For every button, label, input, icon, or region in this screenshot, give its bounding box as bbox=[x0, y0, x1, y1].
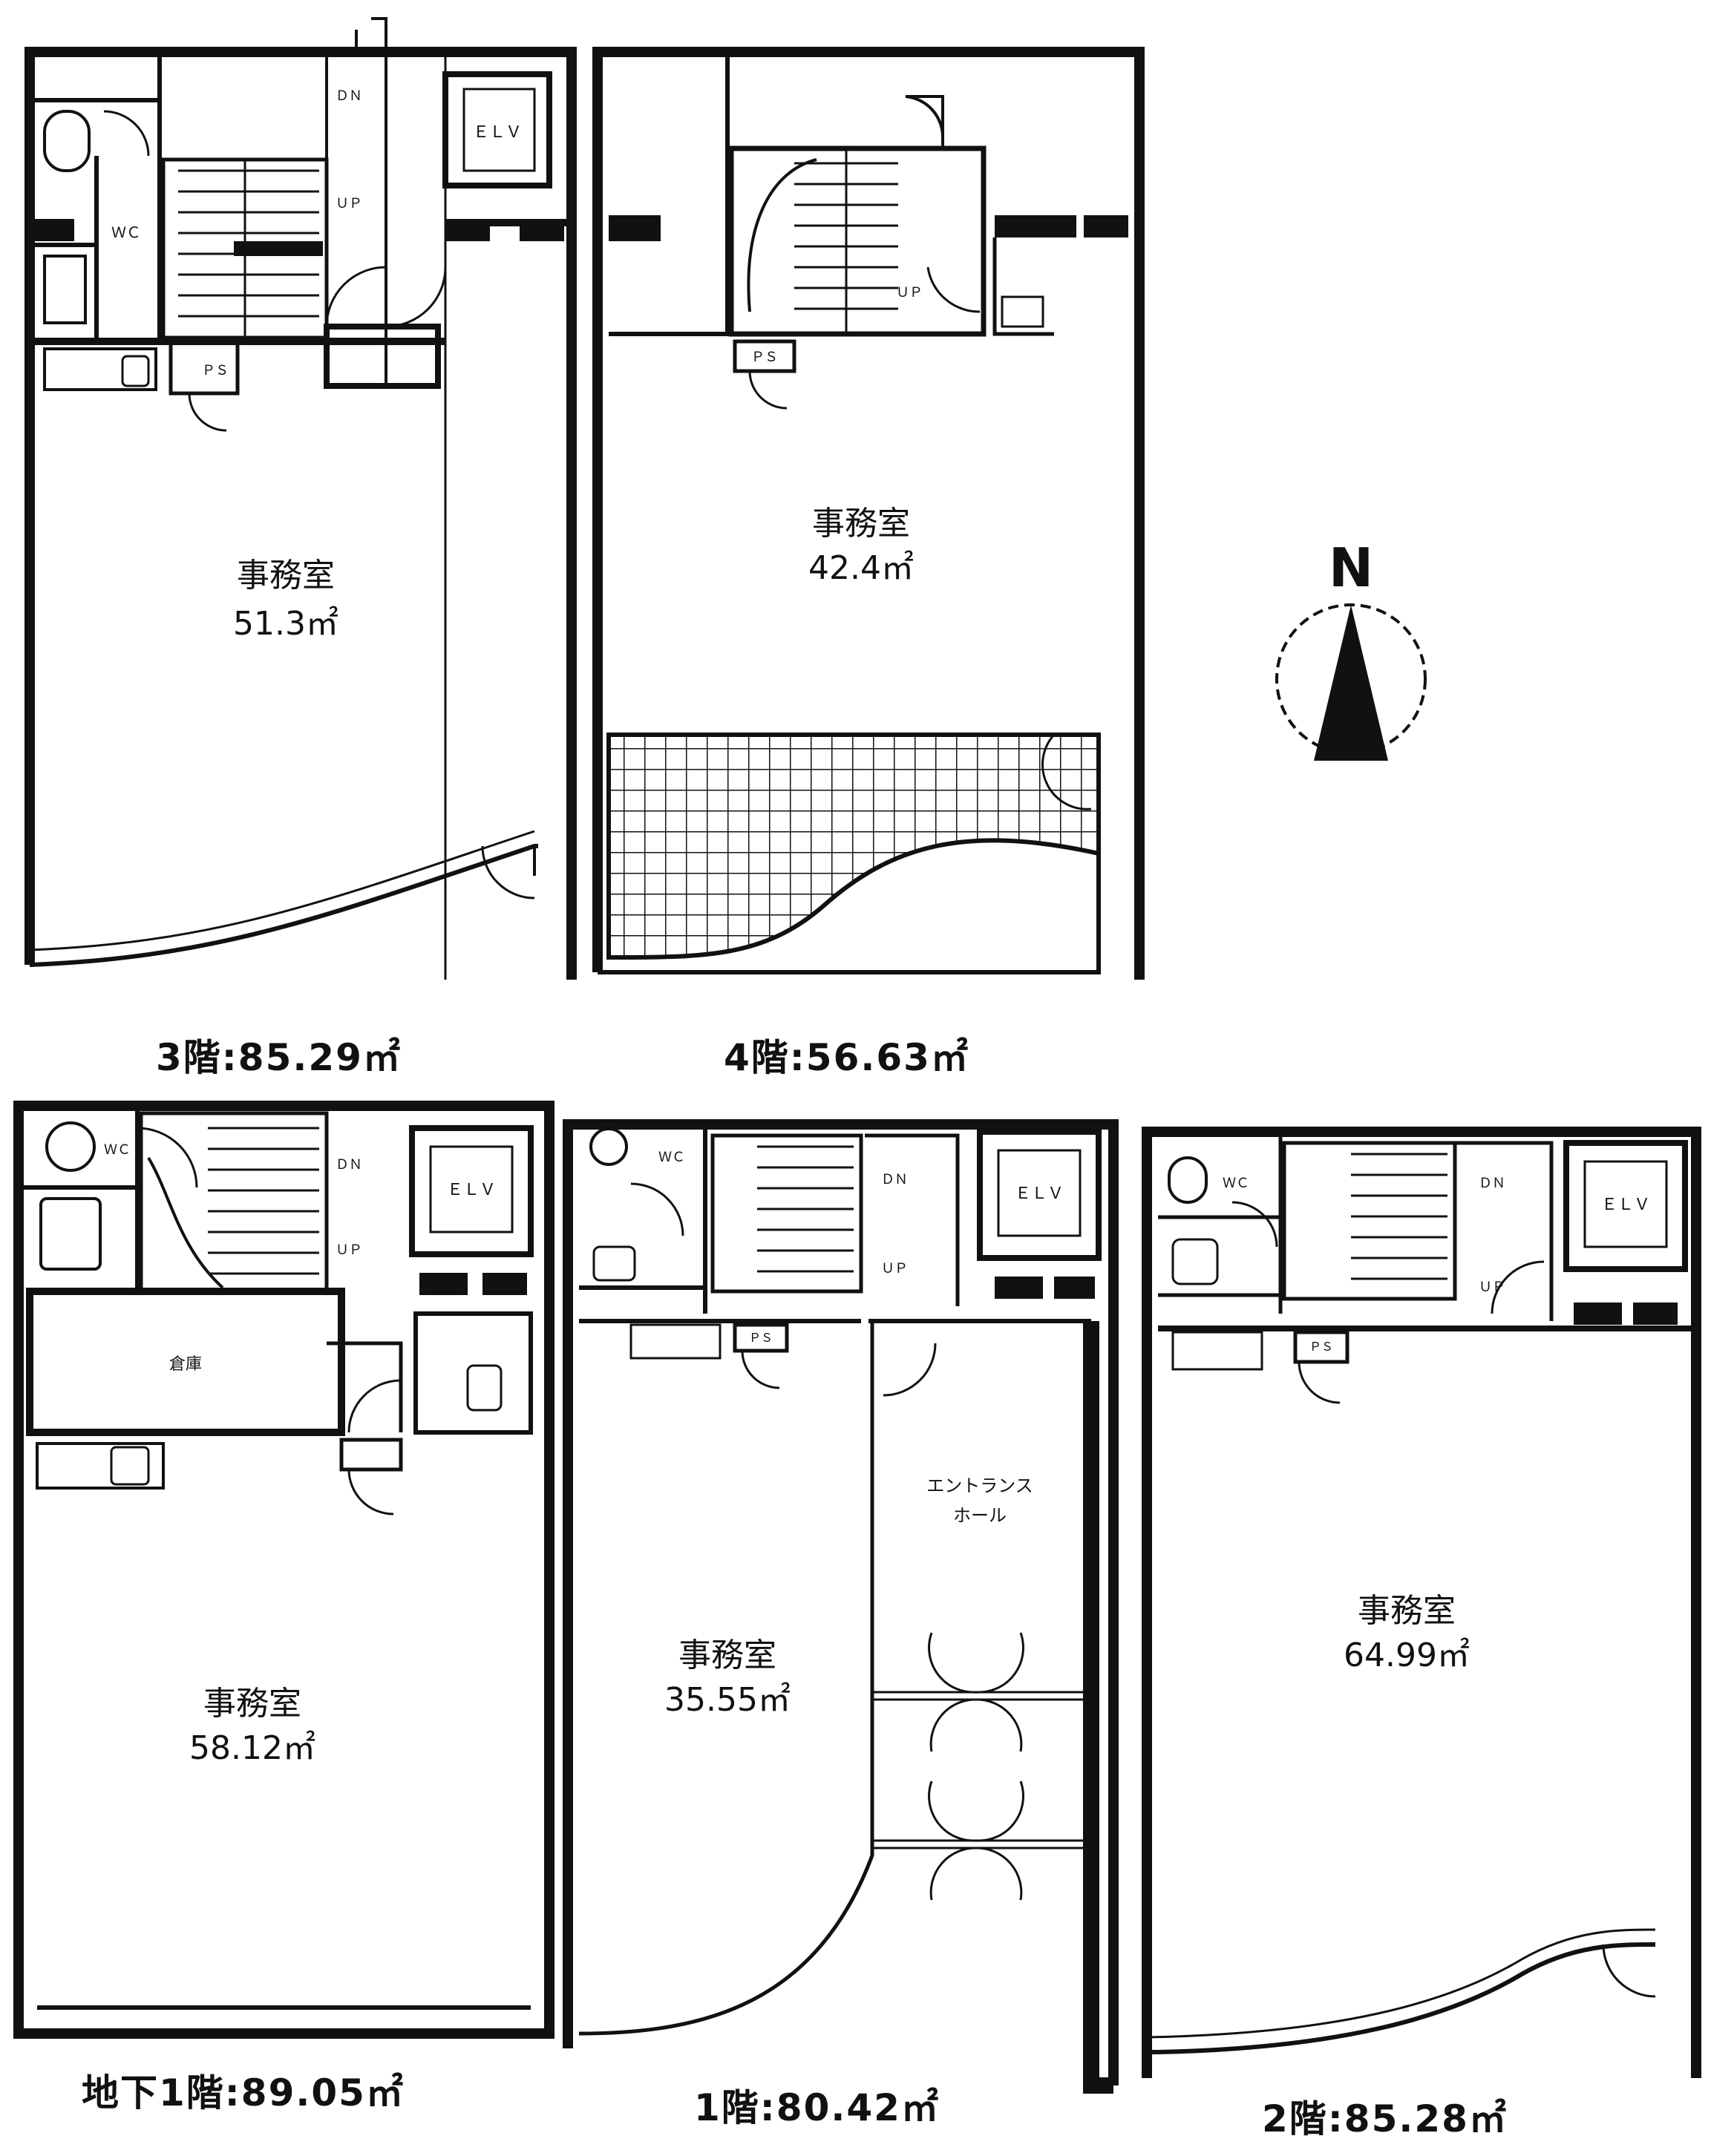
b1-room-name: 事務室 bbox=[203, 1685, 301, 1723]
b1-wc-label: ＷＣ bbox=[104, 1142, 131, 1158]
f2-dn-label: ＤＮ bbox=[1479, 1176, 1505, 1191]
floor-3-plan bbox=[24, 17, 577, 980]
f1-room-area: 35.55㎡ bbox=[664, 1681, 791, 1719]
north-arrow-icon bbox=[1275, 603, 1427, 761]
f3-elevator-label: ＥＬＶ bbox=[473, 123, 522, 142]
floor-1-caption: 1階:80.42㎡ bbox=[694, 2086, 940, 2129]
f3-dn-label: ＤＮ bbox=[336, 88, 362, 104]
f2-room-area: 64.99㎡ bbox=[1344, 1636, 1470, 1674]
b1-up-label: ＵＰ bbox=[336, 1242, 362, 1258]
f2-wc-label: ＷＣ bbox=[1223, 1176, 1249, 1191]
f2-up-label: ＵＰ bbox=[1479, 1279, 1505, 1295]
f4-room-name: 事務室 bbox=[812, 505, 910, 543]
f3-room-name: 事務室 bbox=[237, 557, 335, 594]
f4-up-label: ＵＰ bbox=[896, 285, 923, 301]
floor-2-caption: 2階:85.28㎡ bbox=[1262, 2097, 1508, 2140]
f2-room-name: 事務室 bbox=[1358, 1592, 1456, 1630]
b1-storage-label: 倉庫 bbox=[169, 1355, 202, 1374]
b1-elevator-label: ＥＬＶ bbox=[447, 1181, 496, 1199]
f1-wc-label: ＷＣ bbox=[658, 1150, 685, 1165]
f3-up-label: ＵＰ bbox=[336, 196, 362, 212]
f2-elevator-label: ＥＬＶ bbox=[1601, 1196, 1650, 1214]
b1-room-area: 58.12㎡ bbox=[189, 1729, 315, 1767]
floor-4-plan bbox=[592, 47, 1145, 980]
floor-1-plan bbox=[563, 1119, 1119, 2094]
f3-room-area: 51.3㎡ bbox=[233, 605, 338, 643]
f2-ps-label: ＰＳ bbox=[1309, 1340, 1333, 1354]
f1-up-label: ＵＰ bbox=[881, 1261, 908, 1277]
f4-ps-label: ＰＳ bbox=[751, 350, 778, 365]
f3-ps-label: ＰＳ bbox=[202, 363, 229, 379]
compass-letter: N bbox=[1329, 537, 1373, 599]
f1-entrance-label: エントランス bbox=[926, 1475, 1033, 1496]
f3-wc-label: ＷＣ bbox=[111, 223, 141, 241]
floor-2-plan bbox=[1142, 1127, 1701, 2078]
f1-elevator-label: ＥＬＶ bbox=[1015, 1185, 1064, 1203]
f1-dn-label: ＤＮ bbox=[881, 1172, 908, 1187]
floor-b1-plan bbox=[13, 1101, 554, 2039]
floor-b1-caption: 地下1階:89.05㎡ bbox=[82, 2071, 405, 2114]
b1-dn-label: ＤＮ bbox=[336, 1157, 362, 1173]
f1-ps-label: ＰＳ bbox=[749, 1331, 773, 1345]
f1-room-name: 事務室 bbox=[678, 1636, 776, 1674]
f4-room-area: 42.4㎡ bbox=[808, 549, 914, 587]
f1-entrance-sub-label: ホール bbox=[953, 1505, 1007, 1526]
plan-labels: 事務室 51.3㎡ ＥＬＶ ＰＳ ＷＣ ＵＰ ＤＮ 事務室 42.4㎡ ＰＳ Ｕ… bbox=[104, 88, 1650, 1767]
floor-3-caption: 3階:85.29㎡ bbox=[156, 1036, 402, 1079]
b1-ps-label: ＰＳ bbox=[432, 1279, 456, 1293]
floor-4-caption: 4階:56.63㎡ bbox=[724, 1036, 969, 1079]
